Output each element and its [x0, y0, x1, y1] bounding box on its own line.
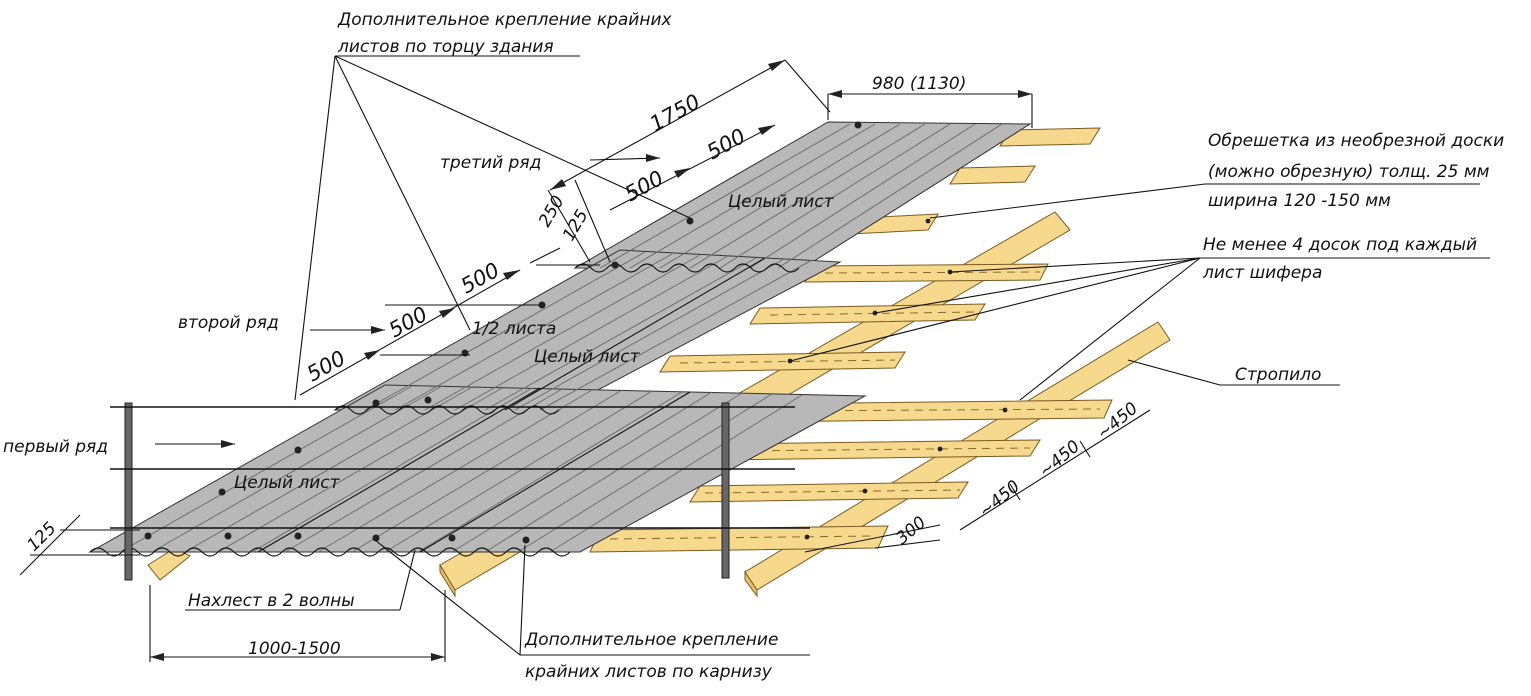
- label-whole-sheet-mid: Целый лист: [534, 347, 641, 367]
- label-end-fastening-1: Дополнительное крепление крайних: [337, 10, 673, 30]
- board: [589, 525, 889, 553]
- board: [749, 303, 986, 325]
- label-lathing-2: (можно обрезную) толщ. 25 мм: [1208, 162, 1490, 182]
- dim-500-d: 500: [385, 302, 432, 342]
- dim-450-b: ~450: [1035, 436, 1084, 481]
- dim-980: 980 (1130): [872, 74, 966, 94]
- label-third-row: третий ряд: [440, 153, 541, 173]
- label-eave-fastening-1: Дополнительное крепление: [524, 630, 778, 650]
- label-first-row: первый ряд: [3, 437, 108, 457]
- label-second-row: второй ряд: [178, 313, 279, 333]
- railing: [110, 402, 810, 581]
- label-half-sheet: 1/2 листа: [472, 319, 556, 339]
- rafter-right-side: [744, 570, 758, 598]
- board: [949, 165, 1036, 185]
- label-boards-1: Не менее 4 досок под каждый: [1203, 235, 1477, 255]
- label-lathing-3: ширина 120 -150 мм: [1208, 191, 1391, 211]
- label-end-fastening-2: листов по торцу здания: [337, 37, 554, 57]
- rafter-front: [147, 547, 191, 581]
- label-whole-sheet-bottom: Целый лист: [234, 473, 341, 493]
- label-lathing-1: Обрешетка из необрезной доски: [1208, 131, 1504, 151]
- dimensions: [19, 59, 1151, 662]
- dim-1000-1500: 1000-1500: [248, 639, 341, 659]
- dim-450-a: ~450: [975, 476, 1024, 521]
- label-rafter: Стропило: [1235, 365, 1321, 385]
- sheet-ribs: [119, 123, 1003, 553]
- label-eave-fastening-2: крайних листов по карнизу: [525, 662, 773, 682]
- dim-300: 300: [892, 513, 930, 549]
- dim-125-left: 125: [23, 518, 60, 555]
- dim-1750: 1750: [646, 89, 704, 136]
- dim-125-top: 125: [559, 206, 593, 244]
- label-boards-2: лист шифера: [1202, 263, 1322, 283]
- leader-lines: [185, 55, 1490, 656]
- sheet-nails: [144, 121, 862, 544]
- board: [689, 481, 969, 503]
- rafter-left-side: [439, 563, 456, 598]
- label-whole-sheet-top: Целый лист: [728, 192, 835, 212]
- label-overlap: Нахлест в 2 волны: [188, 591, 355, 611]
